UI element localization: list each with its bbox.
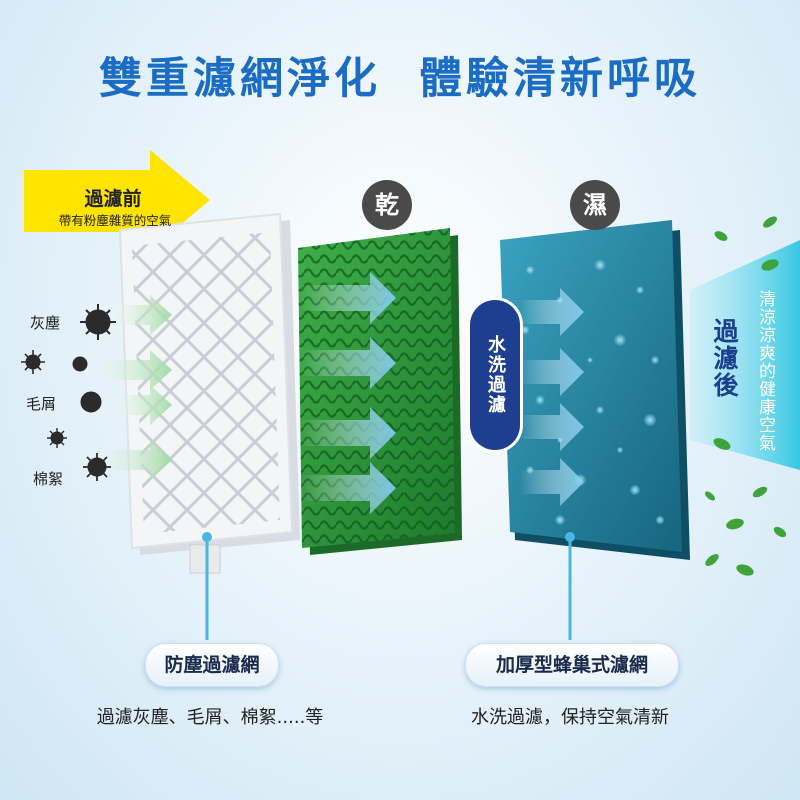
- before-title: 過濾前: [84, 188, 142, 210]
- virus-particle: [83, 453, 111, 481]
- after-subtitle: 清涼涼爽的健康空氣: [755, 290, 775, 452]
- honeycomb-filter-wet: [500, 220, 690, 560]
- flow-arrows: [300, 272, 584, 514]
- particle-label-lint: 棉絮: [33, 470, 64, 488]
- honeycomb-filter-dry: [298, 228, 462, 555]
- feature-desc-honeycomb: 水洗過濾，保持空氣清新: [471, 707, 669, 728]
- dust-dot: [80, 391, 102, 413]
- dust-dot: [72, 356, 88, 372]
- particle-label-hair: 毛屑: [26, 395, 57, 413]
- feature-desc-dust-filter: 過濾灰塵、毛屑、棉絮.....等: [96, 707, 324, 728]
- dust-particles: [21, 304, 116, 481]
- dry-badge: 乾: [362, 180, 412, 230]
- wet-badge: 濕: [570, 180, 620, 230]
- leaf-icons: [705, 216, 787, 576]
- clean-air-beam: [690, 240, 800, 470]
- virus-particle: [21, 350, 45, 374]
- wash-filter-pill: 水洗過濾: [470, 300, 520, 450]
- dust-filter: [118, 212, 300, 574]
- connector-lines: [205, 540, 572, 640]
- virus-particle: [80, 304, 116, 340]
- feature-pill-honeycomb: 加厚型蜂巢式濾網: [465, 643, 679, 687]
- before-subtitle: 帶有粉塵雜質的空氣: [58, 213, 172, 228]
- virus-particle: [47, 428, 67, 448]
- headline: 雙重濾網淨化 體驗清新呼吸: [99, 54, 701, 104]
- particle-label-dust: 灰塵: [30, 314, 61, 332]
- after-title: 過濾後: [710, 318, 739, 399]
- feature-pill-dust-filter: 防塵過濾網: [145, 643, 279, 687]
